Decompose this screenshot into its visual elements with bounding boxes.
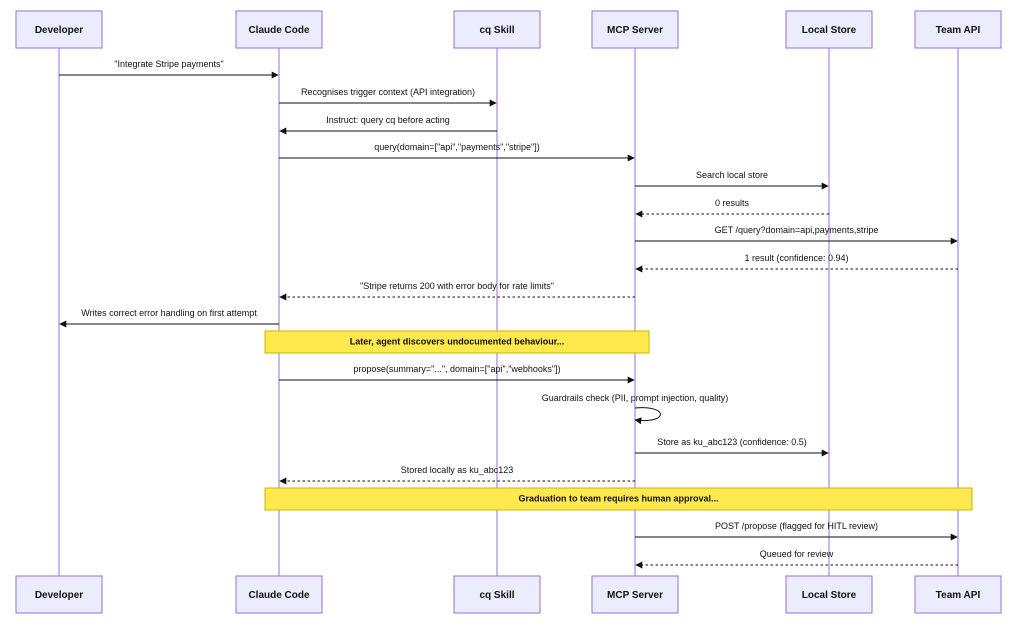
message: 0 results — [635, 198, 829, 218]
actor-label: Local Store — [802, 25, 857, 36]
note-box — [264, 487, 973, 511]
actor-box — [15, 10, 103, 49]
actor-local-bottom: Local Store — [785, 575, 873, 614]
actor-cc-top: Claude Code — [235, 10, 323, 49]
actor-label: cq Skill — [479, 590, 514, 601]
message-label: query(domain=["api","payments","stripe"]… — [374, 142, 540, 152]
actor-mcp-top: MCP Server — [591, 10, 679, 49]
actor-label: Team API — [936, 590, 981, 601]
actor-box — [785, 10, 873, 49]
message-label: Guardrails check (PII, prompt injection,… — [542, 393, 729, 403]
message: propose(summary="...", domain=["api","we… — [279, 364, 635, 384]
actor-label: MCP Server — [607, 25, 663, 36]
message: Instruct: query cq before acting — [279, 115, 497, 135]
actor-team-bottom: Team API — [914, 575, 1002, 614]
note: Later, agent discovers undocumented beha… — [264, 330, 650, 354]
message: "Stripe returns 200 with error body for … — [279, 281, 635, 301]
message-label: POST /propose (flagged for HITL review) — [715, 521, 878, 531]
message-label: Stored locally as ku_abc123 — [401, 465, 514, 475]
actor-cq-top: cq Skill — [453, 10, 541, 49]
actor-box — [591, 575, 679, 614]
actor-dev-bottom: Developer — [15, 575, 103, 614]
message: GET /query?domain=api,payments,stripe — [635, 225, 958, 245]
message-label: Queued for review — [760, 549, 834, 559]
note-box — [264, 330, 650, 354]
message-label: 1 result (confidence: 0.94) — [744, 253, 848, 263]
actor-box — [914, 575, 1002, 614]
actor-label: Developer — [35, 25, 83, 36]
actor-box — [591, 10, 679, 49]
message-label: Writes correct error handling on first a… — [81, 308, 257, 318]
message-label: Recognises trigger context (API integrat… — [301, 87, 475, 97]
message-label: GET /query?domain=api,payments,stripe — [715, 225, 879, 235]
note: Graduation to team requires human approv… — [264, 487, 973, 511]
message: query(domain=["api","payments","stripe"]… — [279, 142, 635, 162]
actor-label: Claude Code — [248, 590, 310, 601]
actor-box — [453, 575, 541, 614]
actor-box — [235, 10, 323, 49]
message: "Integrate Stripe payments" — [59, 59, 279, 79]
message: POST /propose (flagged for HITL review) — [635, 521, 958, 541]
message: Stored locally as ku_abc123 — [279, 465, 635, 485]
actor-cc-bottom: Claude Code — [235, 575, 323, 614]
actor-label: Team API — [936, 25, 981, 36]
self-message-arrow — [634, 407, 661, 425]
actor-local-top: Local Store — [785, 10, 873, 49]
note-label: Graduation to team requires human approv… — [518, 494, 718, 504]
actor-box — [235, 575, 323, 614]
actor-label: Developer — [35, 590, 83, 601]
message: Queued for review — [635, 549, 958, 569]
message-label: "Integrate Stripe payments" — [114, 59, 223, 69]
message: Recognises trigger context (API integrat… — [279, 87, 497, 107]
actor-label: Claude Code — [248, 25, 310, 36]
actor-box — [785, 575, 873, 614]
self-message: Guardrails check (PII, prompt injection,… — [542, 393, 729, 425]
actor-box — [914, 10, 1002, 49]
actor-label: MCP Server — [607, 590, 663, 601]
message: Writes correct error handling on first a… — [59, 308, 279, 328]
message-label: "Stripe returns 200 with error body for … — [360, 281, 554, 291]
actor-label: Local Store — [802, 590, 857, 601]
message-label: Instruct: query cq before acting — [326, 115, 450, 125]
message-label: 0 results — [715, 198, 750, 208]
actor-label: cq Skill — [479, 25, 514, 36]
note-label: Later, agent discovers undocumented beha… — [350, 337, 565, 347]
actor-mcp-bottom: MCP Server — [591, 575, 679, 614]
message: 1 result (confidence: 0.94) — [635, 253, 958, 273]
actor-box — [15, 575, 103, 614]
message-label: propose(summary="...", domain=["api","we… — [353, 364, 560, 374]
actor-box — [453, 10, 541, 49]
message-label: Search local store — [696, 170, 768, 180]
message-label: Store as ku_abc123 (confidence: 0.5) — [657, 437, 807, 447]
actor-dev-top: Developer — [15, 10, 103, 49]
actor-cq-bottom: cq Skill — [453, 575, 541, 614]
message: Store as ku_abc123 (confidence: 0.5) — [635, 437, 829, 457]
message: Search local store — [635, 170, 829, 190]
actor-team-top: Team API — [914, 10, 1002, 49]
